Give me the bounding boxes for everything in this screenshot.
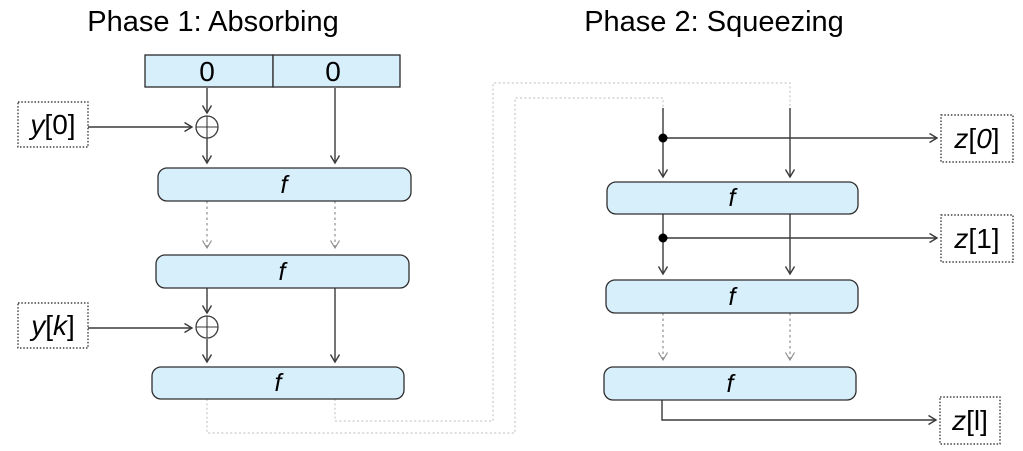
- f-box-label: f: [727, 370, 737, 398]
- f-box-label: f: [279, 258, 289, 286]
- input-label-text: y[0]: [28, 109, 75, 140]
- f-box-label: f: [729, 283, 739, 311]
- xor-node-1: [195, 115, 219, 139]
- f-box-phase1-3: f: [151, 366, 405, 400]
- xor-node-2: [195, 315, 219, 339]
- input-label-yk: y[k]: [17, 302, 89, 349]
- f-box-phase1-1: f: [157, 167, 412, 202]
- f-box-rect: [157, 167, 412, 202]
- phase1-title: Phase 1: Absorbing: [87, 6, 339, 38]
- output-label-z0: z[0]: [940, 114, 1014, 163]
- phase2-title: Phase 2: Squeezing: [584, 6, 844, 38]
- arrow-to-zl: [661, 399, 938, 426]
- state-cell-inner: [272, 54, 401, 88]
- branch-dot-z1: [658, 233, 668, 243]
- state-register: 0 0: [144, 54, 401, 88]
- f-box-label: f: [729, 184, 739, 212]
- output-label-box: [940, 214, 1014, 263]
- f-box-rect: [605, 279, 859, 314]
- f-box-label: f: [275, 369, 285, 397]
- input-label-box: [17, 101, 89, 148]
- output-label-zl: z[l]: [939, 396, 1001, 445]
- output-label-text: z[1]: [953, 223, 999, 254]
- loop-connector-left-column: [206, 97, 664, 434]
- f-box-rect: [151, 366, 405, 400]
- input-label-y0: y[0]: [17, 101, 89, 148]
- f-box-phase2-3: f: [603, 366, 857, 401]
- loop-connector-right-column: [334, 82, 791, 422]
- output-label-box: [939, 396, 1001, 445]
- output-label-z1: z[1]: [940, 214, 1014, 263]
- output-label-box: [940, 114, 1014, 163]
- f-box-rect: [606, 181, 859, 215]
- input-label-text: y[k]: [29, 310, 75, 341]
- f-box-phase2-2: f: [605, 279, 859, 314]
- f-box-label: f: [281, 171, 291, 199]
- f-box-phase2-1: f: [606, 181, 859, 215]
- f-box-phase1-2: f: [155, 254, 410, 289]
- state-cell-inner-value: 0: [325, 56, 341, 87]
- f-box-rect: [155, 254, 410, 289]
- output-label-text: z[l]: [951, 405, 988, 436]
- branch-dot-z0: [658, 133, 668, 143]
- f-box-rect: [603, 366, 857, 401]
- input-label-box: [17, 302, 89, 349]
- output-label-text: z[0]: [953, 123, 999, 154]
- state-cell-outer-value: 0: [199, 56, 215, 87]
